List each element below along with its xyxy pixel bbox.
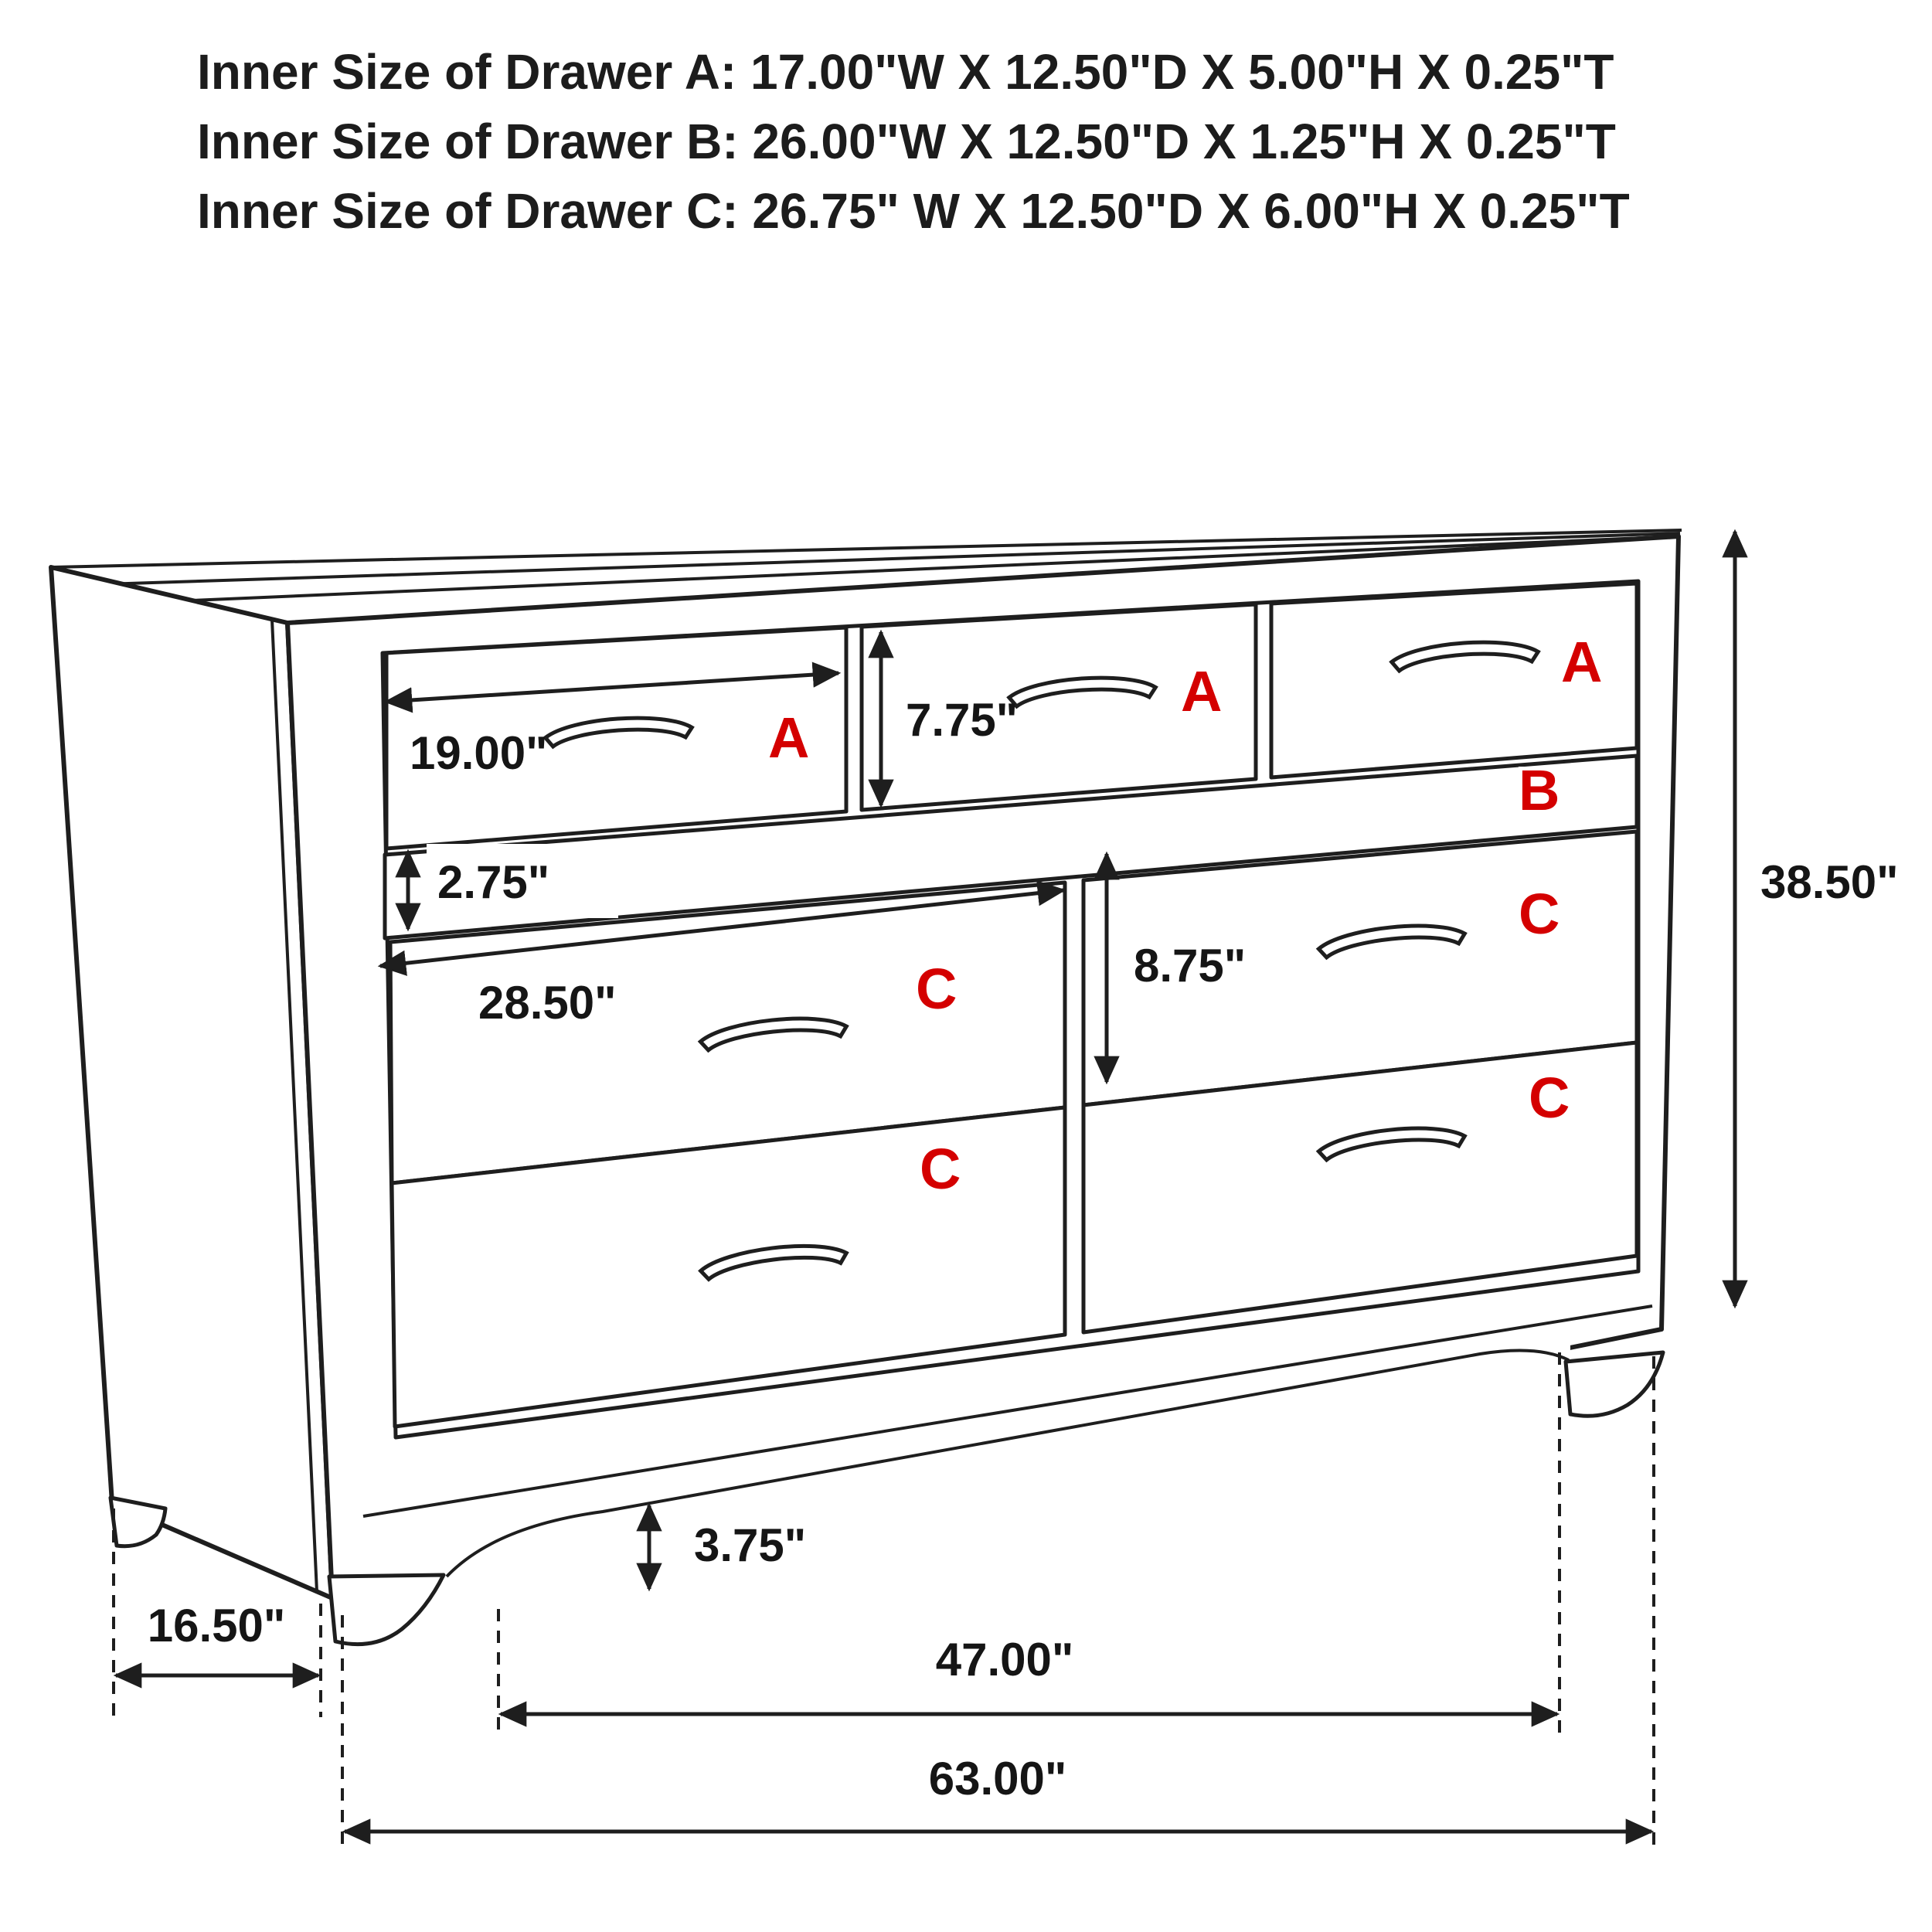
dim-label-drawer-b-height: 2.75" — [437, 856, 549, 908]
top-edge-inner-line — [66, 535, 1679, 607]
dim-label-depth: 16.50" — [148, 1600, 286, 1651]
base-arch-cutout — [444, 1343, 1570, 1634]
dim-label-drawer-c-width: 28.50" — [478, 977, 617, 1029]
dim-label-drawer-a-height: 7.75" — [906, 694, 1018, 746]
drawer-c-lower-left-handle — [698, 1243, 849, 1282]
drawer-c-lower-left-label: C — [920, 1137, 961, 1201]
front-right-foot — [1563, 1350, 1665, 1418]
front-corner-bevel-line — [270, 619, 318, 1593]
drawer-a-middle-handle — [1006, 675, 1158, 709]
drawer-c-lower-right-front — [1081, 1040, 1639, 1335]
inner-size-line-c: Inner Size of Drawer C: 26.75" W X 12.50… — [197, 183, 1630, 239]
arrow-drawer-c-width — [377, 880, 1066, 976]
top-edge-outer-line — [50, 529, 1682, 569]
dim-label-leg-span: 47.00" — [936, 1634, 1074, 1685]
base-and-feet — [108, 1343, 1665, 1647]
dim-label-overall-width: 63.00" — [929, 1753, 1067, 1804]
drawer-letter-labels: A A A B C C C C — [764, 626, 1606, 1205]
dim-label-foot-height: 3.75" — [694, 1519, 806, 1571]
dim-label-drawer-a-width: 19.00" — [410, 727, 548, 779]
drawer-c-upper-right-handle — [1315, 923, 1468, 961]
drawer-c-lower-right-label: C — [1529, 1066, 1570, 1130]
drawer-a-left-label: A — [768, 706, 809, 770]
drawer-a-middle-label: A — [1181, 659, 1222, 723]
drawer-a-right-handle — [1389, 640, 1541, 674]
drawer-c-upper-right-label: C — [1519, 882, 1560, 946]
base-arch-curve — [445, 1349, 1570, 1578]
drawer-a-left-handle — [543, 716, 695, 750]
drawer-handles — [543, 640, 1541, 1282]
arrow-drawer-a-width — [383, 662, 842, 713]
drawer-a-right-front — [1269, 581, 1639, 780]
dimension-annotations: 19.00" 7.75" 2.75" 28.50" 8.75" 38.50" 3… — [112, 529, 1899, 1853]
inner-size-title-block: Inner Size of Drawer A: 17.00"W X 12.50"… — [197, 37, 1630, 246]
dim-label-overall-height: 38.50" — [1760, 856, 1899, 908]
dim-label-drawer-c-height: 8.75" — [1134, 940, 1246, 992]
drawer-c-upper-left-label: C — [916, 957, 957, 1021]
inner-size-line-a: Inner Size of Drawer A: 17.00"W X 12.50"… — [197, 44, 1614, 100]
drawer-a-right-label: A — [1561, 630, 1602, 694]
side-back-foot — [108, 1495, 168, 1549]
drawer-c-lower-right-handle — [1315, 1126, 1468, 1163]
drawer-b-label: B — [1519, 758, 1560, 822]
front-left-foot — [327, 1573, 446, 1647]
top-edge-middle-line — [56, 532, 1681, 587]
drawer-c-upper-left-handle — [697, 1016, 849, 1053]
inner-size-line-b: Inner Size of Drawer B: 26.00"W X 12.50"… — [197, 114, 1616, 169]
drawer-a-middle-front — [859, 602, 1258, 812]
base-molding-line — [362, 1304, 1653, 1518]
